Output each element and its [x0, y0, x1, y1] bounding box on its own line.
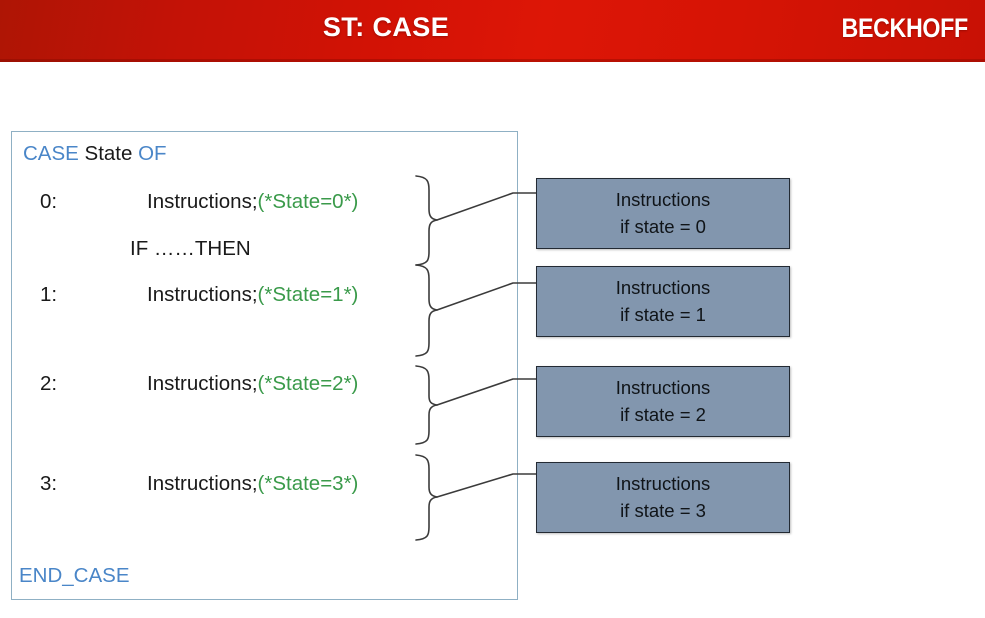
code-line-case-1: 1: Instructions;(*State=1*) — [40, 283, 358, 307]
code-line-end-case: END_CASE — [19, 564, 130, 587]
state-box-1[interactable]: Instructions if state = 1 — [536, 266, 790, 337]
comment-3: (*State=3*) — [257, 472, 359, 495]
if-then-text: IF ……THEN — [130, 237, 251, 260]
state-box-1-line2: if state = 1 — [620, 303, 706, 325]
keyword-of: OF — [138, 142, 167, 165]
keyword-case: CASE — [23, 142, 79, 165]
state-box-2-line1: Instructions — [615, 377, 711, 399]
header-band: ST: CASE BECKHOFF — [0, 0, 985, 62]
page-title: ST: CASE — [322, 12, 450, 42]
instruction-3: Instructions; — [147, 472, 258, 495]
state-box-1-line1: Instructions — [615, 277, 711, 299]
state-box-0-line1: Instructions — [615, 189, 711, 211]
state-box-3[interactable]: Instructions if state = 3 — [536, 462, 790, 533]
state-box-3-line2: if state = 3 — [620, 499, 706, 521]
code-line-case: CASE State OF — [23, 142, 167, 166]
state-box-0[interactable]: Instructions if state = 0 — [536, 178, 790, 249]
code-line-case-3: 3: Instructions;(*State=3*) — [40, 472, 358, 496]
state-box-0-line2: if state = 0 — [620, 215, 706, 237]
case-label-2: 2: — [40, 372, 58, 395]
state-box-3-line1: Instructions — [615, 473, 711, 495]
instruction-2: Instructions; — [147, 372, 258, 395]
state-box-2[interactable]: Instructions if state = 2 — [536, 366, 790, 437]
comment-2: (*State=2*) — [257, 372, 359, 395]
instruction-0: Instructions; — [147, 190, 258, 213]
code-line-if-then: IF ……THEN — [130, 237, 251, 261]
code-line-case-2: 2: Instructions;(*State=2*) — [40, 372, 358, 396]
variable-state: State — [84, 142, 133, 165]
comment-0: (*State=0*) — [257, 190, 359, 213]
case-label-1: 1: — [40, 283, 58, 306]
comment-1: (*State=1*) — [257, 283, 359, 306]
case-label-0: 0: — [40, 190, 58, 213]
code-line-case-0: 0: Instructions;(*State=0*) — [40, 190, 358, 214]
beckhoff-logo: BECKHOFF — [841, 13, 969, 43]
state-box-2-line2: if state = 2 — [620, 403, 706, 425]
instruction-1: Instructions; — [147, 283, 258, 306]
case-label-3: 3: — [40, 472, 58, 495]
code-panel: CASE State OF 0:Instructions;(*State=0*)… — [11, 131, 518, 600]
